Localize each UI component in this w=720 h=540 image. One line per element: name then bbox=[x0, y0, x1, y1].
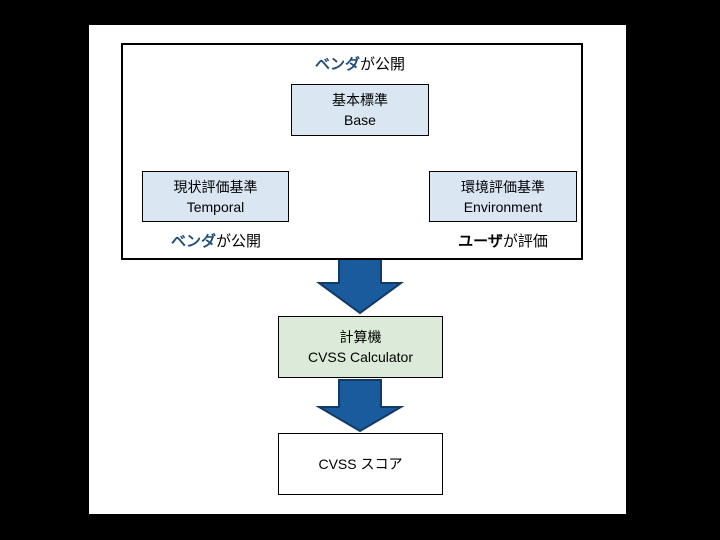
metrics-group-frame bbox=[121, 43, 583, 260]
caption-rest: が評価 bbox=[502, 233, 548, 250]
caption-highlight: ベンダ bbox=[314, 56, 360, 73]
node-temporal-title-en: Temporal bbox=[186, 198, 245, 215]
node-cvss-score: CVSS スコア bbox=[278, 433, 443, 495]
node-environment: 環境評価基準 Environment bbox=[429, 171, 577, 222]
down-arrow-icon-top bbox=[315, 258, 405, 315]
caption-vendor-publishes-top: ベンダが公開 bbox=[240, 54, 480, 75]
node-environment-title-en: Environment bbox=[463, 198, 543, 215]
caption-highlight: ユーザ bbox=[458, 233, 503, 250]
node-base-title-ja: 基本標準 bbox=[332, 92, 388, 108]
caption-highlight: ベンダ bbox=[170, 233, 216, 250]
caption-user-evaluates: ユーザが評価 bbox=[403, 231, 603, 252]
caption-rest: が公開 bbox=[216, 233, 262, 250]
node-environment-title-ja: 環境評価基準 bbox=[461, 178, 545, 195]
node-temporal-title-ja: 現状評価基準 bbox=[173, 178, 258, 195]
node-temporal: 現状評価基準 Temporal bbox=[142, 171, 289, 222]
node-cvss-calculator: 計算機 CVSS Calculator bbox=[278, 316, 443, 378]
node-base-title-en: Base bbox=[344, 112, 376, 128]
node-calculator-title-en: CVSS Calculator bbox=[307, 349, 414, 365]
node-calculator-title-ja: 計算機 bbox=[339, 329, 382, 345]
node-base: 基本標準 Base bbox=[291, 84, 429, 136]
down-arrow-icon-bottom bbox=[315, 379, 405, 433]
caption-vendor-publishes-bottom: ベンダが公開 bbox=[116, 231, 316, 252]
node-score-label: CVSS スコア bbox=[318, 456, 403, 472]
caption-rest: が公開 bbox=[360, 56, 406, 73]
